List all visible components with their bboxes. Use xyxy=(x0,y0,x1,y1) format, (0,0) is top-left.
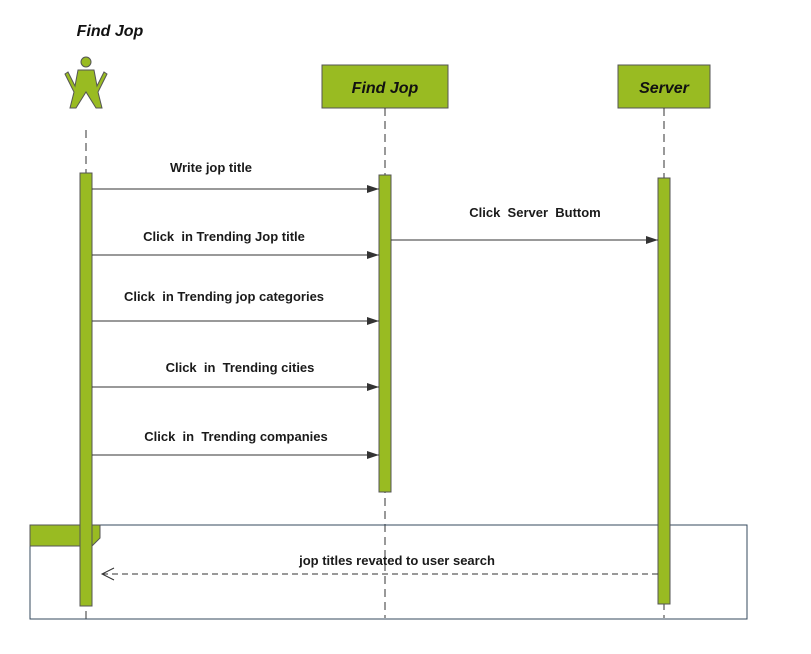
message-trending-cities: Click in Trending cities xyxy=(92,360,379,391)
lifeline-label-find-jop: Find Jop xyxy=(352,80,419,97)
message-label: Click in Trending cities xyxy=(166,360,315,375)
message-label: Write jop title xyxy=(170,160,252,175)
message-label: Click in Trending companies xyxy=(144,429,328,444)
message-trending-jop-title: Click in Trending Jop title xyxy=(92,229,379,259)
fragment-frame xyxy=(29,524,748,620)
message-label: Click in Trending jop categories xyxy=(124,289,324,304)
server-activation-bar xyxy=(657,177,671,605)
message-label: Click in Trending Jop title xyxy=(143,229,305,244)
message-trending-jop-categories: Click in Trending jop categories xyxy=(92,289,379,325)
message-write-jop-title: Write jop title xyxy=(92,160,379,193)
actor-activation-bar xyxy=(79,172,93,607)
return-message-jop-titles: jop titles revated to user search xyxy=(100,553,658,581)
lifeline-head-server: Server xyxy=(617,64,711,109)
message-trending-companies: Click in Trending companies xyxy=(92,429,379,459)
actor-stick-figure-icon xyxy=(64,56,108,109)
message-label: Click Server Buttom xyxy=(469,205,601,220)
actor-name: Find Jop xyxy=(77,23,144,40)
message-click-server-button: Click Server Buttom xyxy=(391,205,658,244)
lifeline-head-find-jop: Find Jop xyxy=(321,64,449,109)
message-label: jop titles revated to user search xyxy=(298,553,495,568)
lifeline-label-server: Server xyxy=(639,80,690,97)
find-jop-activation-bar xyxy=(378,174,392,493)
